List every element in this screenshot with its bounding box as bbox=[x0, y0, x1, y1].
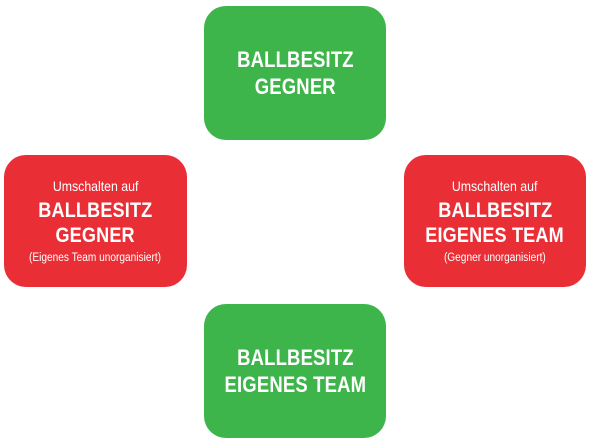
phase-title-line2: GEGNER bbox=[55, 224, 136, 247]
phase-note: (Eigenes Team unorganisiert) bbox=[29, 252, 162, 264]
phase-title-line1: BALLBESITZ bbox=[437, 199, 553, 222]
phase-title-line2: EIGENES TEAM bbox=[425, 224, 565, 247]
phase-title-line2: EIGENES TEAM bbox=[224, 372, 366, 397]
phase-title-line1: BALLBESITZ bbox=[236, 47, 354, 72]
phase-note: (Gegner unorganisiert) bbox=[444, 252, 546, 264]
phase-title-line1: BALLBESITZ bbox=[38, 199, 153, 222]
phase-title-line1: BALLBESITZ bbox=[236, 345, 354, 370]
phase-ballbesitz-eigenes-team: BALLBESITZ EIGENES TEAM bbox=[204, 304, 386, 438]
phase-title-line2: GEGNER bbox=[254, 74, 336, 99]
phase-umschalten-eigenes-team: Umschalten auf BALLBESITZ EIGENES TEAM (… bbox=[404, 155, 586, 287]
phase-pretitle: Umschalten auf bbox=[452, 178, 538, 194]
phase-ballbesitz-gegner: BALLBESITZ GEGNER bbox=[204, 6, 386, 140]
phase-pretitle: Umschalten auf bbox=[52, 178, 139, 194]
phase-umschalten-gegner: Umschalten auf BALLBESITZ GEGNER (Eigene… bbox=[4, 155, 187, 287]
